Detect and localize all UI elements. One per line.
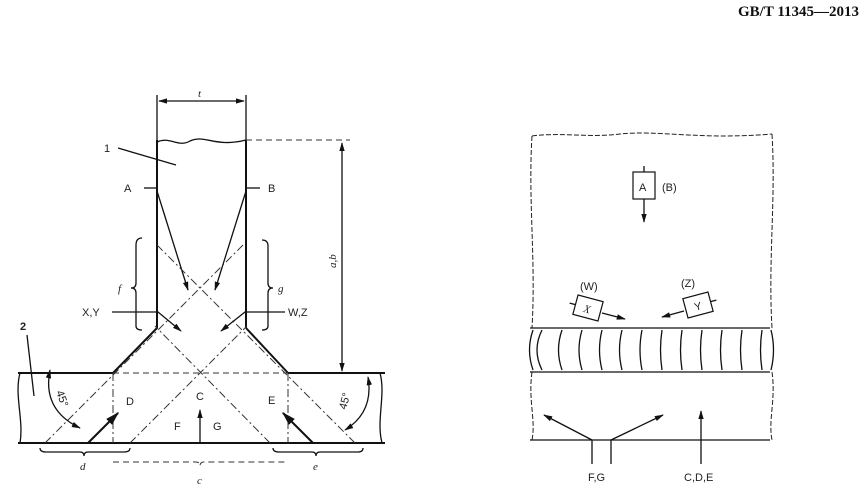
break-line xyxy=(156,138,247,144)
probe-x: X xyxy=(569,294,604,322)
zone-f-brace xyxy=(130,237,143,331)
probe-e-arrow xyxy=(282,412,314,444)
probe-e-label: E xyxy=(268,395,275,407)
zone-g-brace xyxy=(261,239,274,331)
probe-b-label-plan: (B) xyxy=(662,182,677,194)
part1-label: 1 xyxy=(104,143,110,155)
dim-d-brace xyxy=(39,447,131,457)
beam-b-arrow xyxy=(214,190,247,291)
probe-b-label: B xyxy=(268,183,275,195)
dim-e-brace xyxy=(272,447,364,457)
probe-x-arrow xyxy=(601,312,626,320)
dim-e-label: e xyxy=(313,461,318,473)
dim-c-brace xyxy=(113,461,288,467)
angle-right-label: 45° xyxy=(337,392,353,411)
zone-g-label: g xyxy=(278,283,284,295)
probe-y-label: Y xyxy=(693,300,704,314)
probes-xy-label: X,Y xyxy=(82,307,100,319)
probes-xy-arrow xyxy=(112,311,182,332)
probe-y-arrow xyxy=(661,310,685,318)
standard-code: GB/T 11345—2013 xyxy=(738,4,859,20)
angle-left-label: 45° xyxy=(53,389,70,409)
probe-a-label: A xyxy=(124,183,132,195)
part2-label: 2 xyxy=(20,321,26,333)
probe-d-label: D xyxy=(126,396,134,408)
top-break-line xyxy=(531,132,773,137)
probe-z-label: (Z) xyxy=(681,278,695,290)
part2-leader xyxy=(26,334,35,397)
t-joint-plan-view: A (B) X (W) Y (Z) F,G C,D,E xyxy=(528,132,775,484)
weld-ripples xyxy=(528,329,775,371)
probe-w-label: (W) xyxy=(580,281,598,293)
probe-x-label: X xyxy=(581,303,593,317)
dim-c-label: c xyxy=(197,475,202,487)
probes-fg-label: F,G xyxy=(588,472,605,484)
beam-a-arrow xyxy=(156,190,189,291)
probe-c-label: C xyxy=(196,391,204,403)
probe-g-label: G xyxy=(213,421,222,433)
probe-f-label: F xyxy=(174,421,181,433)
probes-cde-label: C,D,E xyxy=(684,472,713,484)
angle-right-arc xyxy=(344,376,373,431)
dim-d-label: d xyxy=(80,461,86,473)
thickness-label: t xyxy=(198,88,202,100)
t-joint-cross-section: t 1 A B f g X,Y W,Z xyxy=(17,88,385,487)
zone-f-label: f xyxy=(118,283,123,295)
weld-left-face xyxy=(112,327,158,374)
probes-wz-arrow xyxy=(220,311,285,332)
angle-left-arc xyxy=(45,369,81,429)
probe-d-arrow xyxy=(87,412,119,444)
part1-leader xyxy=(117,147,177,166)
weld-right-face xyxy=(245,327,289,374)
probes-wz-label: W,Z xyxy=(288,307,308,319)
probe-y: Y xyxy=(682,291,717,319)
probe-f-arrow xyxy=(543,414,593,441)
probe-g-arrow xyxy=(610,414,664,441)
probe-a-label-plan: A xyxy=(639,182,647,194)
distance-ab-label: a,b xyxy=(327,254,339,268)
